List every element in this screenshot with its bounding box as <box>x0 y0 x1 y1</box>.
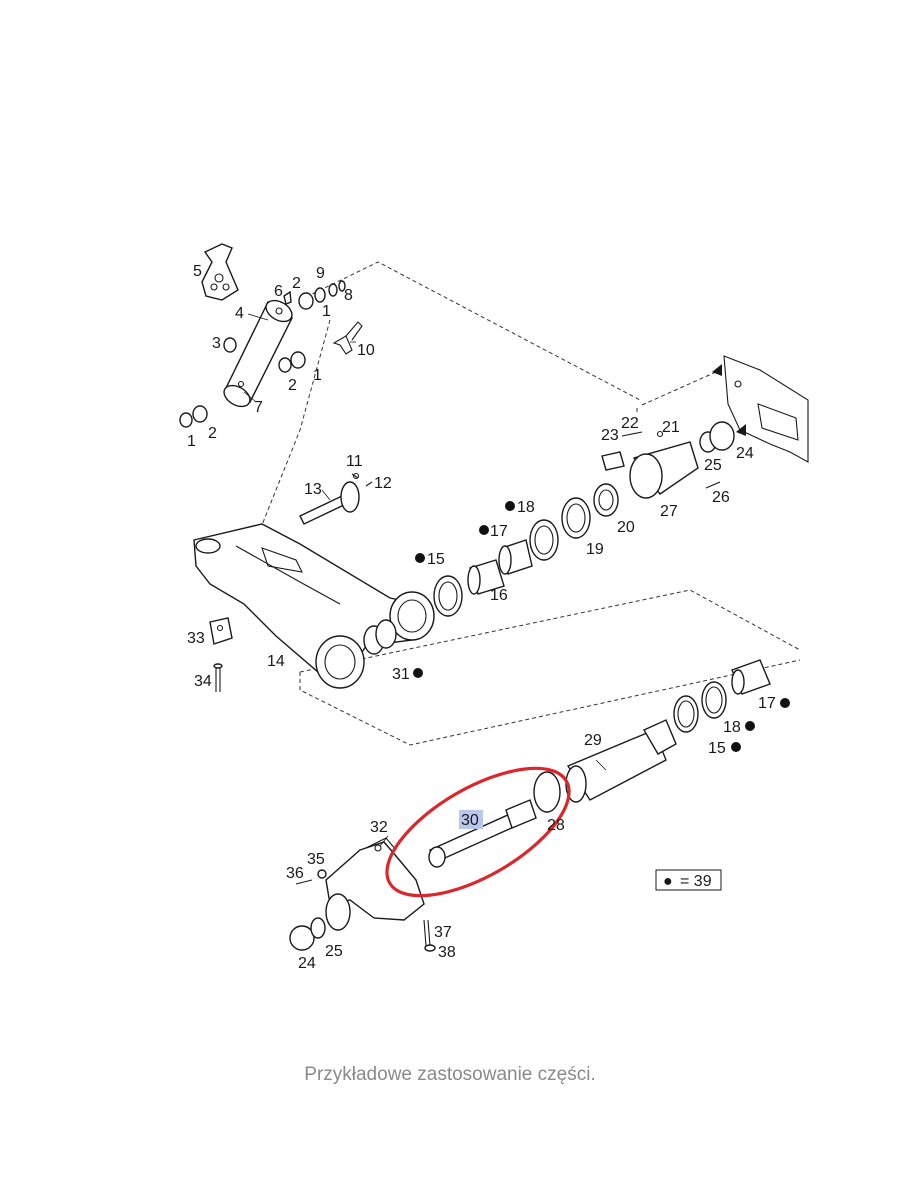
label-6: 6 <box>274 283 283 300</box>
label-13: 13 <box>304 481 322 498</box>
part-bent-pin <box>332 321 363 355</box>
legend-text: = 39 <box>680 873 712 890</box>
highlight-ellipse <box>385 766 571 898</box>
label-15-lower: 15 <box>708 740 726 757</box>
label-2-mid: 2 <box>288 377 297 394</box>
label-11: 11 <box>346 453 363 470</box>
part-clamp-bolt <box>209 617 233 692</box>
label-25-lower: 25 <box>325 943 343 960</box>
part-30-spline-shaft <box>428 799 537 868</box>
label-33: 33 <box>187 630 205 647</box>
part-labels: 5 6 2 9 8 1 4 3 10 2 1 7 1 2 11 12 13 22… <box>187 263 776 972</box>
label-28: 28 <box>547 817 565 834</box>
label-7: 7 <box>254 399 263 416</box>
label-2-left: 2 <box>208 425 217 442</box>
label-29: 29 <box>584 732 602 749</box>
part-pivot-pin <box>299 472 373 525</box>
label-31: 31 <box>392 666 410 683</box>
part-cylinder <box>223 299 293 408</box>
label-1-left: 1 <box>187 433 196 450</box>
caption: Przykładowe zastosowanie części. <box>304 1064 596 1085</box>
label-17-lower: 17 <box>758 695 776 712</box>
label-18-lower: 18 <box>723 719 741 736</box>
label-36: 36 <box>286 865 304 882</box>
label-14: 14 <box>267 653 285 670</box>
legend-box: ● = 39 <box>655 869 722 891</box>
label-2-top: 2 <box>292 275 301 292</box>
label-26: 26 <box>712 489 730 506</box>
seal-rings-top <box>179 280 346 428</box>
label-15-upper: 15 <box>427 551 445 568</box>
label-1-top: 1 <box>322 303 331 320</box>
label-18-upper: 18 <box>517 499 535 516</box>
label-8: 8 <box>344 287 353 304</box>
label-25-top: 25 <box>704 457 722 474</box>
label-3: 3 <box>212 335 221 352</box>
assembly-guide-lines <box>261 261 801 746</box>
part-seal-cap-upper <box>699 421 735 453</box>
label-17-upper: 17 <box>490 523 508 540</box>
part-knuckle <box>325 837 425 931</box>
label-34: 34 <box>194 673 212 690</box>
part-bag <box>201 243 239 301</box>
label-24-lower: 24 <box>298 955 316 972</box>
label-5: 5 <box>193 263 202 280</box>
label-10: 10 <box>357 342 375 359</box>
label-23: 23 <box>601 427 619 444</box>
part-axle-shaft <box>533 659 771 813</box>
leader-lines <box>243 313 607 847</box>
label-19: 19 <box>586 541 604 558</box>
label-37: 37 <box>434 924 452 941</box>
label-27: 27 <box>660 503 678 520</box>
label-1-mid: 1 <box>313 367 322 384</box>
label-9: 9 <box>316 265 325 282</box>
label-38: 38 <box>438 944 456 961</box>
part-bracket-cone <box>601 430 721 499</box>
label-20: 20 <box>617 519 635 536</box>
part-frame-fragment <box>723 355 809 463</box>
part-bushings-rings <box>433 483 619 617</box>
label-12: 12 <box>374 475 392 492</box>
label-21: 21 <box>662 419 680 436</box>
label-24-top: 24 <box>736 445 754 462</box>
part-swing-arm <box>193 523 435 689</box>
label-30: 30 <box>461 812 479 829</box>
part-lower-small-items <box>289 869 436 952</box>
label-35: 35 <box>307 851 325 868</box>
legend-symbol: ● <box>663 873 673 890</box>
label-22: 22 <box>621 415 639 432</box>
label-16: 16 <box>490 587 508 604</box>
label-32: 32 <box>370 819 388 836</box>
label-4: 4 <box>235 305 244 322</box>
bullet-markers <box>413 501 790 752</box>
label-30-highlight <box>459 810 483 829</box>
